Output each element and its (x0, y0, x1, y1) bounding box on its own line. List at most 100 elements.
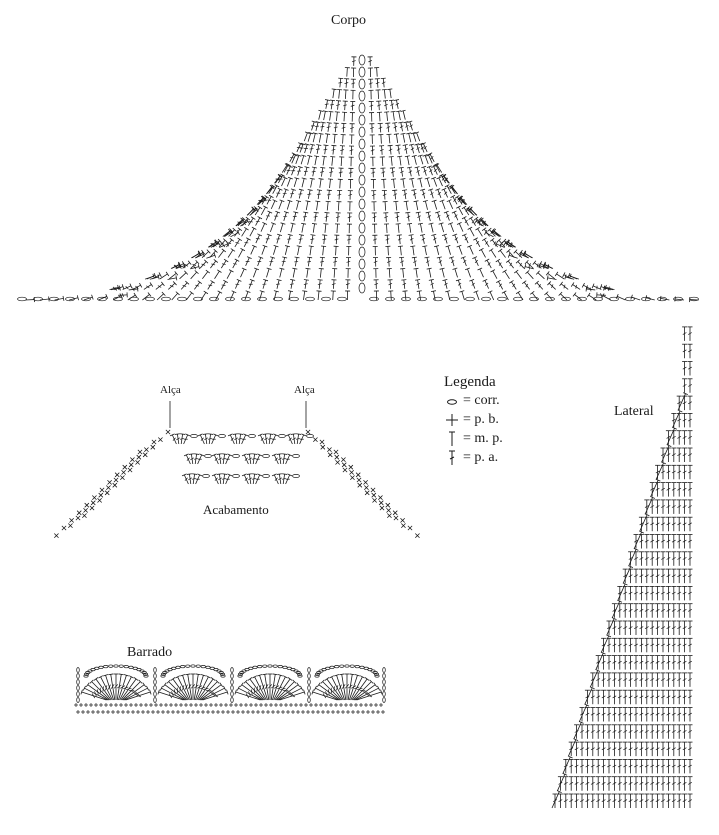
double-crochet-mark (290, 188, 296, 199)
double-crochet-mark (368, 101, 374, 111)
half-double-crochet-mark (314, 155, 320, 166)
half-double-crochet-mark (400, 109, 406, 120)
double-crochet-mark (221, 473, 228, 485)
double-crochet-mark (266, 194, 274, 205)
half-double-crochet-mark (343, 89, 349, 99)
double-crochet-mark (649, 724, 655, 739)
double-crochet-mark (474, 218, 484, 227)
chain-stitch-mark (81, 296, 91, 302)
double-crochet-mark (267, 433, 274, 445)
double-crochet-mark (248, 216, 256, 226)
double-crochet-mark (660, 689, 666, 705)
double-crochet-mark (665, 637, 671, 653)
chain-stitch-mark (218, 434, 226, 438)
double-crochet-mark (255, 233, 263, 244)
chain-stitch-mark (289, 296, 299, 302)
chain-stitch-mark (108, 664, 114, 668)
double-crochet-mark (671, 776, 677, 791)
double-crochet-mark (303, 279, 309, 289)
double-crochet-mark (297, 165, 303, 176)
single-crochet-mark (264, 703, 268, 707)
chain-stitch-mark (374, 674, 380, 678)
double-crochet-mark (175, 675, 190, 701)
double-crochet-mark (682, 689, 688, 705)
double-crochet-mark (396, 234, 402, 245)
double-crochet-mark (402, 144, 408, 154)
single-crochet-mark (294, 703, 298, 707)
double-crochet-mark (660, 568, 666, 584)
single-crochet-mark (366, 710, 370, 714)
double-crochet-mark (174, 433, 180, 445)
double-crochet-mark (687, 689, 693, 705)
single-crochet-mark (244, 703, 248, 707)
chain-stitch-mark (143, 674, 149, 678)
single-crochet-mark (84, 502, 90, 508)
double-crochet-mark (407, 120, 413, 131)
double-crochet-mark (181, 473, 189, 485)
chain-stitch-mark (382, 685, 386, 691)
double-crochet-mark (256, 195, 266, 205)
half-double-crochet-mark (331, 88, 337, 99)
double-crochet-mark (676, 637, 682, 653)
double-crochet-mark (584, 741, 590, 757)
chain-stitch-mark (142, 672, 149, 676)
single-crochet-mark (126, 710, 130, 714)
chain-stitch-mark (358, 270, 366, 282)
double-crochet-mark (671, 482, 677, 497)
single-crochet-mark (239, 703, 243, 707)
single-crochet-mark (191, 710, 195, 714)
single-crochet-mark (357, 482, 363, 488)
single-crochet-mark (234, 703, 238, 707)
double-crochet-mark (579, 741, 585, 757)
double-crochet-mark (372, 257, 378, 267)
double-crochet-mark (644, 724, 650, 739)
chain-stitch-mark (369, 296, 379, 302)
double-crochet-mark (606, 637, 612, 653)
double-crochet-mark (428, 279, 434, 289)
chain-stitch-mark (337, 296, 347, 302)
double-crochet-mark (606, 793, 612, 808)
half-double-crochet-mark (295, 154, 302, 164)
double-crochet-mark (638, 741, 644, 757)
single-crochet-mark (97, 497, 103, 503)
double-crochet-mark (226, 237, 235, 248)
single-crochet-mark (346, 710, 350, 714)
half-double-crochet-mark (346, 245, 352, 256)
double-crochet-mark (633, 759, 639, 774)
half-double-crochet-mark (142, 292, 152, 301)
single-crochet-mark (121, 710, 125, 714)
double-crochet-mark (369, 123, 375, 133)
double-crochet-mark (665, 586, 671, 601)
double-crochet-mark (665, 707, 671, 722)
half-double-crochet-mark (393, 200, 399, 211)
double-crochet-mark (611, 603, 617, 618)
double-crochet-mark (676, 793, 682, 808)
half-double-crochet-mark (286, 199, 293, 210)
double-crochet-mark (294, 256, 300, 267)
double-crochet-mark (665, 689, 671, 705)
single-crochet-mark (53, 533, 59, 539)
double-crochet-mark (227, 433, 235, 445)
single-crochet-mark (186, 710, 190, 714)
half-double-crochet-mark (344, 67, 350, 77)
double-crochet-mark (611, 689, 617, 705)
chain-stitch-mark (465, 296, 475, 302)
half-double-crochet-mark (630, 294, 641, 301)
single-crochet-mark (114, 703, 118, 707)
double-crochet-mark (121, 679, 143, 701)
chain-stitch-mark (230, 685, 234, 691)
double-crochet-mark (415, 279, 421, 289)
half-double-crochet-mark (337, 178, 343, 189)
double-crochet-mark (568, 759, 574, 774)
double-crochet-mark (644, 586, 650, 601)
double-crochet-mark (495, 241, 505, 248)
chain-stitch-mark (358, 66, 366, 78)
chain-stitch-mark (358, 282, 366, 294)
double-crochet-mark (660, 759, 666, 774)
half-double-crochet-mark (215, 290, 223, 301)
double-crochet-mark (660, 516, 666, 532)
half-double-crochet-mark (448, 222, 455, 233)
double-crochet-mark (655, 759, 661, 774)
half-double-crochet-mark (611, 599, 623, 618)
double-crochet-mark (638, 551, 644, 566)
